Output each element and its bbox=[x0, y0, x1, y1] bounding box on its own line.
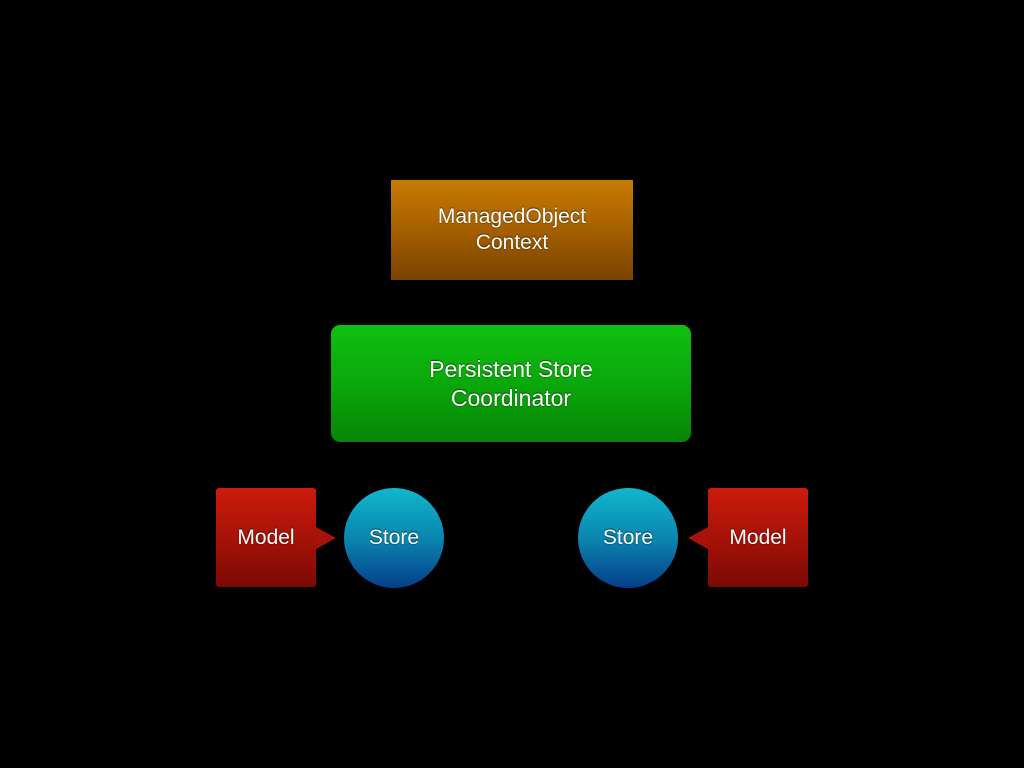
coordinator-label-line1: Persistent Store bbox=[429, 356, 593, 383]
persistent-store-coordinator-box: Persistent Store Coordinator bbox=[331, 325, 691, 442]
store-label-right: Store bbox=[602, 526, 654, 550]
model-box-right: Model bbox=[708, 488, 808, 587]
context-label-line2: Context bbox=[475, 231, 549, 254]
managed-object-context-box: ManagedObject Context bbox=[391, 180, 633, 280]
store-label-left: Store bbox=[368, 526, 420, 550]
store-circle-right: Store bbox=[578, 488, 678, 588]
model-to-store-arrow-left bbox=[316, 527, 336, 549]
coordinator-label-line2: Coordinator bbox=[450, 384, 572, 411]
model-label-left: Model bbox=[237, 525, 295, 549]
model-label-right: Model bbox=[729, 525, 787, 549]
store-circle-left: Store bbox=[344, 488, 444, 588]
model-box-left: Model bbox=[216, 488, 316, 587]
model-to-store-arrow-right bbox=[688, 527, 708, 549]
context-label-line1: ManagedObject bbox=[437, 205, 587, 229]
